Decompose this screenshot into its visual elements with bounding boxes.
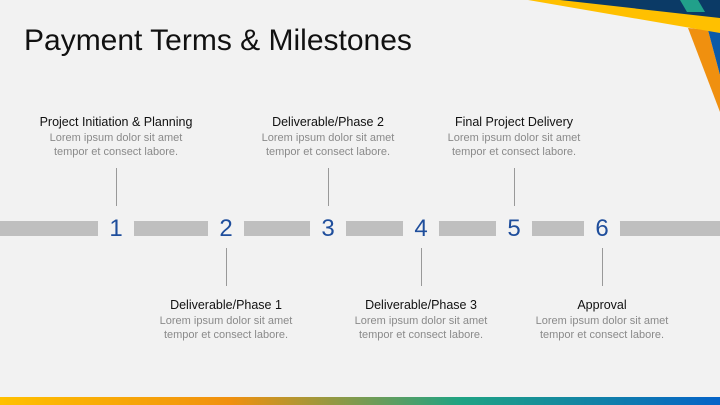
arrow-up-icon: [514, 168, 515, 206]
milestone-desc-line2: tempor et consect labore.: [53, 146, 179, 158]
arrow-down-icon: [602, 248, 603, 286]
page-title: Payment Terms & Milestones: [24, 24, 412, 57]
arrow-down-icon: [421, 248, 422, 286]
milestone-5: Final Project Delivery Lorem ipsum dolor…: [414, 115, 614, 159]
milestone-desc-line1: Lorem ipsum dolor sit amet: [49, 132, 183, 144]
milestone-desc-line2: tempor et consect labore.: [451, 146, 577, 158]
milestone-heading: Deliverable/Phase 1: [170, 298, 282, 312]
milestone-heading: Deliverable/Phase 2: [272, 115, 384, 129]
corner-decoration: [528, 0, 720, 112]
milestone-desc-line1: Lorem ipsum dolor sit amet: [354, 315, 488, 327]
milestone-1: Project Initiation & Planning Lorem ipsu…: [16, 115, 216, 159]
arrow-up-icon: [116, 168, 117, 206]
milestone-desc-line2: tempor et consect labore.: [265, 146, 391, 158]
milestone-3: Deliverable/Phase 2 Lorem ipsum dolor si…: [228, 115, 428, 159]
milestone-desc-line2: tempor et consect labore.: [539, 329, 665, 341]
bottom-gradient-bar: [0, 397, 720, 405]
milestone-number-1: 1: [98, 214, 134, 244]
milestone-desc-line1: Lorem ipsum dolor sit amet: [535, 315, 669, 327]
milestone-4: Deliverable/Phase 3 Lorem ipsum dolor si…: [321, 298, 521, 342]
milestone-desc-line2: tempor et consect labore.: [358, 329, 484, 341]
milestone-6: Approval Lorem ipsum dolor sit amet temp…: [502, 298, 702, 342]
milestone-desc-line2: tempor et consect labore.: [163, 329, 289, 341]
timeline-bar: [0, 221, 720, 236]
milestone-desc-line1: Lorem ipsum dolor sit amet: [159, 315, 293, 327]
milestone-number-3: 3: [310, 214, 346, 244]
milestone-number-2: 2: [208, 214, 244, 244]
milestone-number-6: 6: [584, 214, 620, 244]
milestone-desc-line1: Lorem ipsum dolor sit amet: [261, 132, 395, 144]
arrow-up-icon: [328, 168, 329, 206]
milestone-heading: Deliverable/Phase 3: [365, 298, 477, 312]
arrow-down-icon: [226, 248, 227, 286]
milestone-2: Deliverable/Phase 1 Lorem ipsum dolor si…: [126, 298, 326, 342]
milestone-heading: Approval: [577, 298, 627, 312]
milestone-heading: Final Project Delivery: [454, 115, 574, 129]
milestone-heading: Project Initiation & Planning: [39, 115, 193, 129]
milestone-desc-line1: Lorem ipsum dolor sit amet: [447, 132, 581, 144]
milestone-number-4: 4: [403, 214, 439, 244]
milestone-number-5: 5: [496, 214, 532, 244]
